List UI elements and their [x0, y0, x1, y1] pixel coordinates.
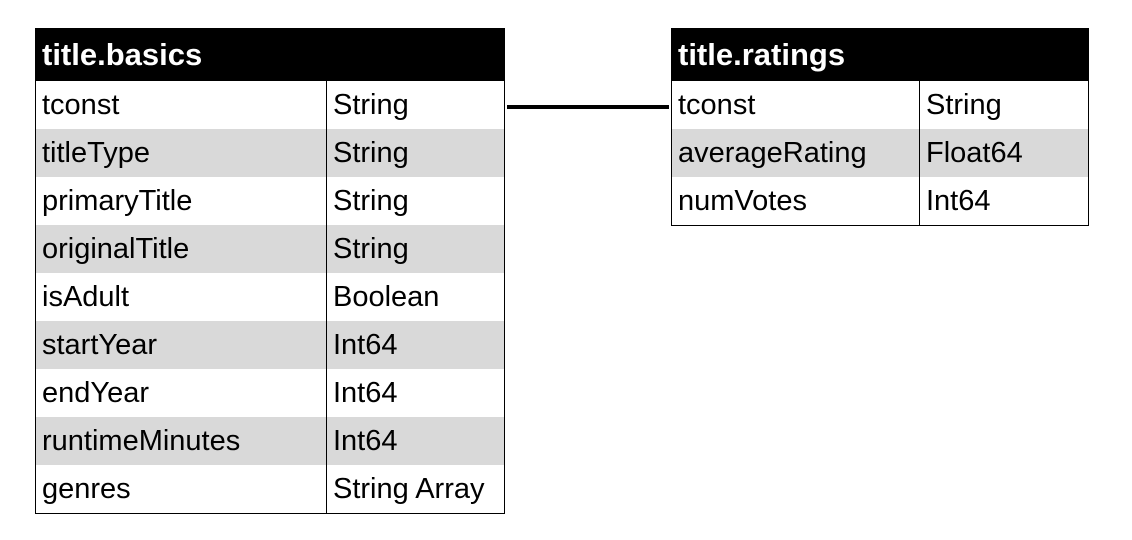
field-name: genres — [35, 465, 327, 514]
field-type: String — [326, 80, 505, 129]
field-type: Int64 — [326, 321, 505, 369]
field-name: tconst — [671, 80, 920, 129]
title-basics-header: title.basics — [35, 28, 505, 81]
title-ratings-header: title.ratings — [671, 28, 1089, 81]
table-row: titleType String — [35, 129, 505, 177]
field-name: numVotes — [671, 177, 920, 226]
table-row: genres String Array — [35, 465, 505, 514]
field-type: String — [326, 177, 505, 225]
field-type: String Array — [326, 465, 505, 514]
field-name: averageRating — [671, 129, 920, 177]
table-row: originalTitle String — [35, 225, 505, 273]
table-row: tconst String — [671, 80, 1089, 129]
field-name: runtimeMinutes — [35, 417, 327, 465]
field-name: isAdult — [35, 273, 327, 321]
title-ratings-table: title.ratings tconst String averageRatin… — [671, 28, 1089, 226]
table-row: endYear Int64 — [35, 369, 505, 417]
title-basics-table: title.basics tconst String titleType Str… — [35, 28, 505, 514]
field-type: String — [919, 80, 1089, 129]
field-type: Boolean — [326, 273, 505, 321]
field-name: endYear — [35, 369, 327, 417]
title-basics-header-row: title.basics — [35, 28, 505, 81]
table-row: primaryTitle String — [35, 177, 505, 225]
field-name: titleType — [35, 129, 327, 177]
table-row: startYear Int64 — [35, 321, 505, 369]
field-type: Int64 — [919, 177, 1089, 226]
relationship-connector-line — [507, 105, 669, 109]
field-name: tconst — [35, 80, 327, 129]
field-type: String — [326, 225, 505, 273]
table-row: numVotes Int64 — [671, 177, 1089, 226]
field-name: primaryTitle — [35, 177, 327, 225]
field-type: Float64 — [919, 129, 1089, 177]
table-row: averageRating Float64 — [671, 129, 1089, 177]
table-row: tconst String — [35, 80, 505, 129]
field-name: originalTitle — [35, 225, 327, 273]
field-type: Int64 — [326, 417, 505, 465]
table-row: runtimeMinutes Int64 — [35, 417, 505, 465]
title-ratings-header-row: title.ratings — [671, 28, 1089, 81]
field-type: Int64 — [326, 369, 505, 417]
field-type: String — [326, 129, 505, 177]
field-name: startYear — [35, 321, 327, 369]
table-row: isAdult Boolean — [35, 273, 505, 321]
